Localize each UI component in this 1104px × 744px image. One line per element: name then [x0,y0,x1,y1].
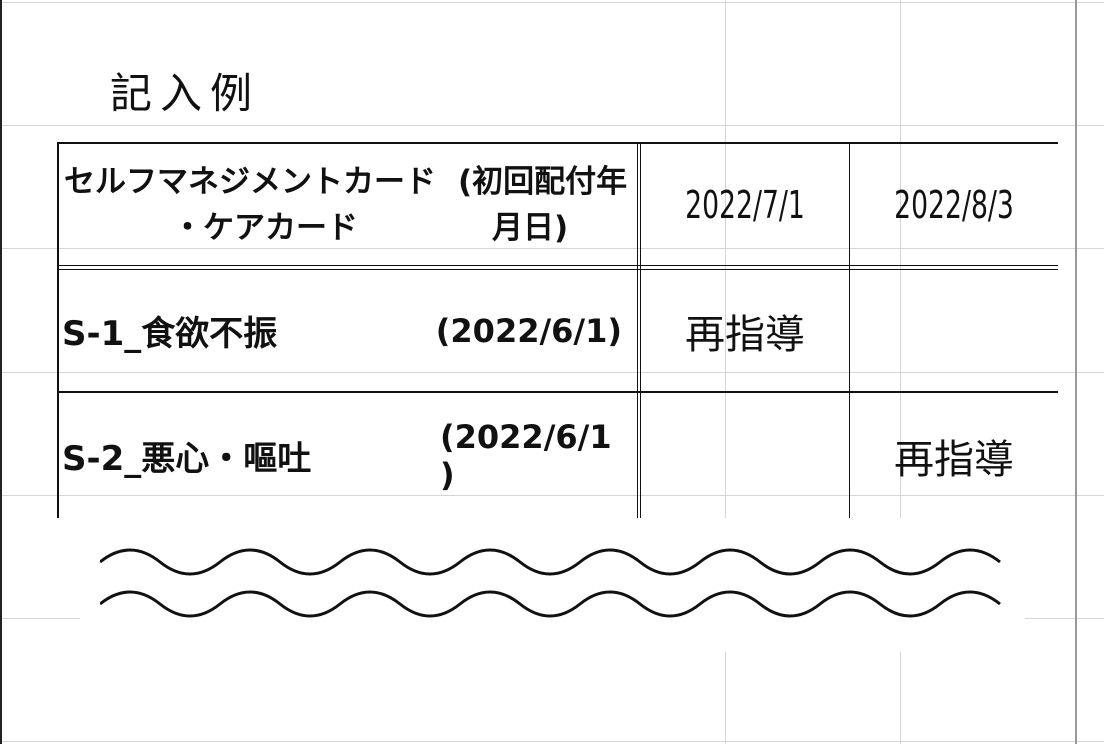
row-mark [850,270,1058,391]
header-first-date-line1: (初回配付年 [458,164,628,200]
header-card-name-line2: ・ケアカード [172,210,358,246]
header-date-2: 2022/8/3 [894,183,1014,227]
header-first-date: (初回配付年 月日) [458,145,636,265]
grid-line [0,125,1104,126]
header-first-date-line2: 月日) [492,210,569,246]
sheet-border-left [0,0,2,744]
grid-line [0,372,1104,373]
header-card-name-line1: セルフマネジメントカード [64,164,436,200]
row-first-date: (2022/6/1) [435,311,622,350]
row-first-date: (2022/6/1 ) [440,417,612,494]
grid-line [0,495,1104,496]
example-title: 記入例 [110,69,261,118]
row-label: S-1_食欲不振 [62,314,278,354]
wavy-break-lines [100,548,1001,618]
grid-line [0,248,1104,249]
header-date-1: 2022/7/1 [685,183,805,227]
sheet-border-right [1075,0,1077,744]
row-label: S-2_悪心・嘔吐 [62,439,312,479]
grid-line [0,741,1104,742]
header-card-name: セルフマネジメントカード ・ケアカード [60,145,440,265]
row-mark [641,393,849,518]
row-mark: 再指導 [894,436,1014,483]
table-break [80,518,1025,652]
grid-line [0,2,1104,3]
row-mark: 再指導 [685,311,805,358]
